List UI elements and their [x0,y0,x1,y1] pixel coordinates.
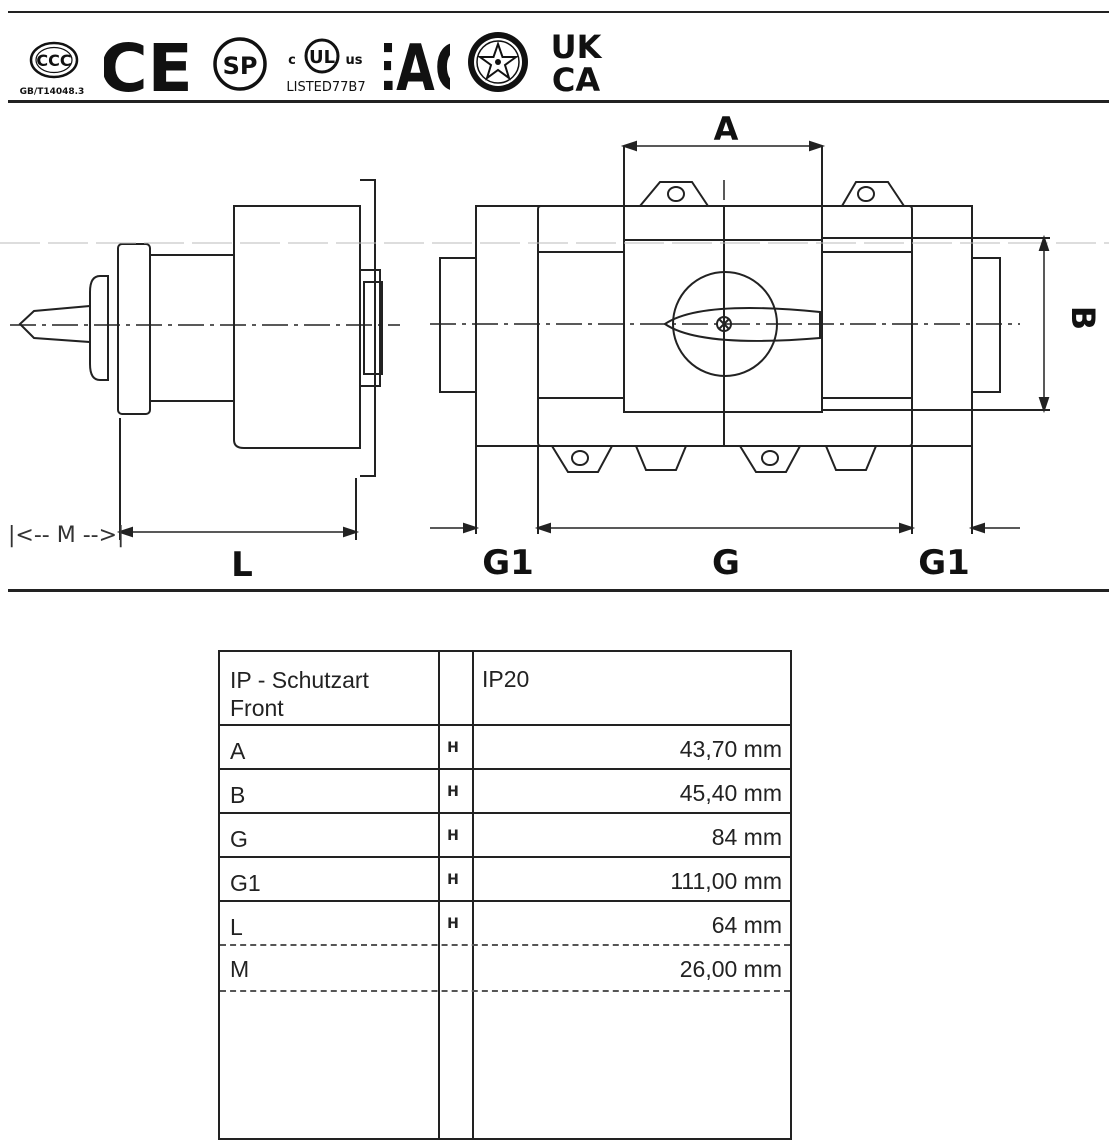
dimension-icon: H [447,828,459,844]
dim-b-label: B [1064,306,1102,330]
ul-us-text: us [346,53,363,68]
table-row: G1 H 111,00 mm [220,858,790,902]
ccc-logo: CCC GB/T14048.3 [20,41,85,97]
dim-g1-left-label: G1 [482,543,534,583]
table-row: L H 64 mm [220,902,790,946]
row-label: A [230,738,246,764]
specs-header-label-line2: Front [230,695,284,721]
dimension-icon: H [447,916,459,932]
ccc-code-text: GB/T14048.3 [20,87,85,97]
specs-header-row: IP - Schutzart Front IP20 [220,652,790,726]
ul-mark-text: UL [309,47,335,68]
ukca-logo: UK CA [551,30,603,96]
ccc-mark-text: CCC [36,51,71,70]
ukca-bottom-text: CA [552,61,600,96]
row-value: 26,00 mm [679,956,782,982]
ul-listed-text: LISTED77B7 [286,80,365,95]
ce-mark-text: CE [104,34,190,96]
dimension-icon: H [447,740,459,756]
table-row: B H 45,40 mm [220,770,790,814]
dimension-drawing: A B L G1 G G1 |<-- M -->| [0,110,1109,585]
dim-g1-right-label: G1 [918,543,970,583]
row-label: G1 [230,870,261,896]
dimension-icon: H [447,872,459,888]
ukca-top-text: UK [551,30,603,66]
dim-m-label: |<-- M -->| [8,523,124,548]
specs-header-label: IP - Schutzart Front [230,666,369,722]
row-value: 45,40 mm [679,780,782,806]
ul-c-text: c [288,53,296,68]
ul-logo: c UL us LISTED77B7 [286,38,366,95]
csa-logo: SP [213,37,267,91]
row-value: 64 mm [711,912,782,938]
row-label: L [230,914,243,940]
row-value: 111,00 mm [670,868,782,894]
top-rule [8,11,1109,13]
csa-mark-text: SP [223,52,258,80]
ce-logo: CE [104,34,190,96]
drawing-bottom-rule [8,589,1109,592]
eac-logo: EAC [384,31,450,96]
cert-bottom-rule [8,100,1109,103]
table-row: A H 43,70 mm [220,726,790,770]
specs-divider-1 [438,652,440,1138]
row-label: G [230,826,248,852]
specs-table: IP - Schutzart Front IP20 A H 43,70 mm B… [218,650,792,1140]
table-row: M 26,00 mm [220,946,790,992]
specs-header-value: IP20 [482,666,530,692]
row-value: 43,70 mm [679,736,782,762]
specs-divider-2 [472,652,474,1138]
dim-g-label: G [712,543,740,583]
row-value: 84 mm [711,824,782,850]
eac-mark-text: EAC [384,31,450,96]
seal-logo [468,32,528,92]
dim-a-label: A [714,110,739,148]
row-label: M [230,956,250,982]
specs-header-label-line1: IP - Schutzart [230,667,369,693]
dimension-icon: H [447,784,459,800]
dim-l-label: L [231,545,253,585]
row-label: B [230,782,246,808]
table-row: G H 84 mm [220,814,790,858]
